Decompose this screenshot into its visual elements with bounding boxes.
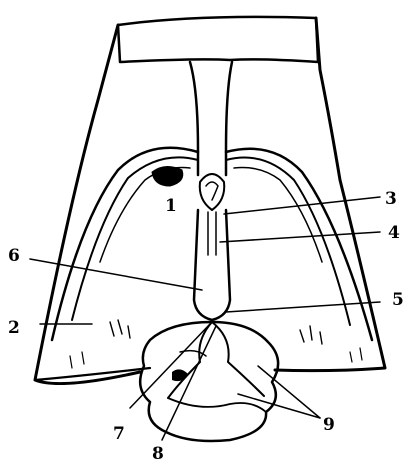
outer-outline <box>35 18 385 384</box>
central-canal <box>194 210 230 320</box>
label-3: 3 <box>385 189 397 209</box>
upper-organ <box>200 174 225 210</box>
label-6: 6 <box>8 246 20 266</box>
label-8: 8 <box>152 444 164 464</box>
label-4: 4 <box>388 223 400 243</box>
top-ligament-block <box>118 17 318 62</box>
central-septum <box>190 62 232 175</box>
label-7: 7 <box>113 424 125 444</box>
label-5: 5 <box>392 290 404 310</box>
dark-mass <box>152 166 183 186</box>
label-9: 9 <box>323 415 335 435</box>
label-2: 2 <box>8 318 20 338</box>
label-1: 1 <box>165 196 177 216</box>
